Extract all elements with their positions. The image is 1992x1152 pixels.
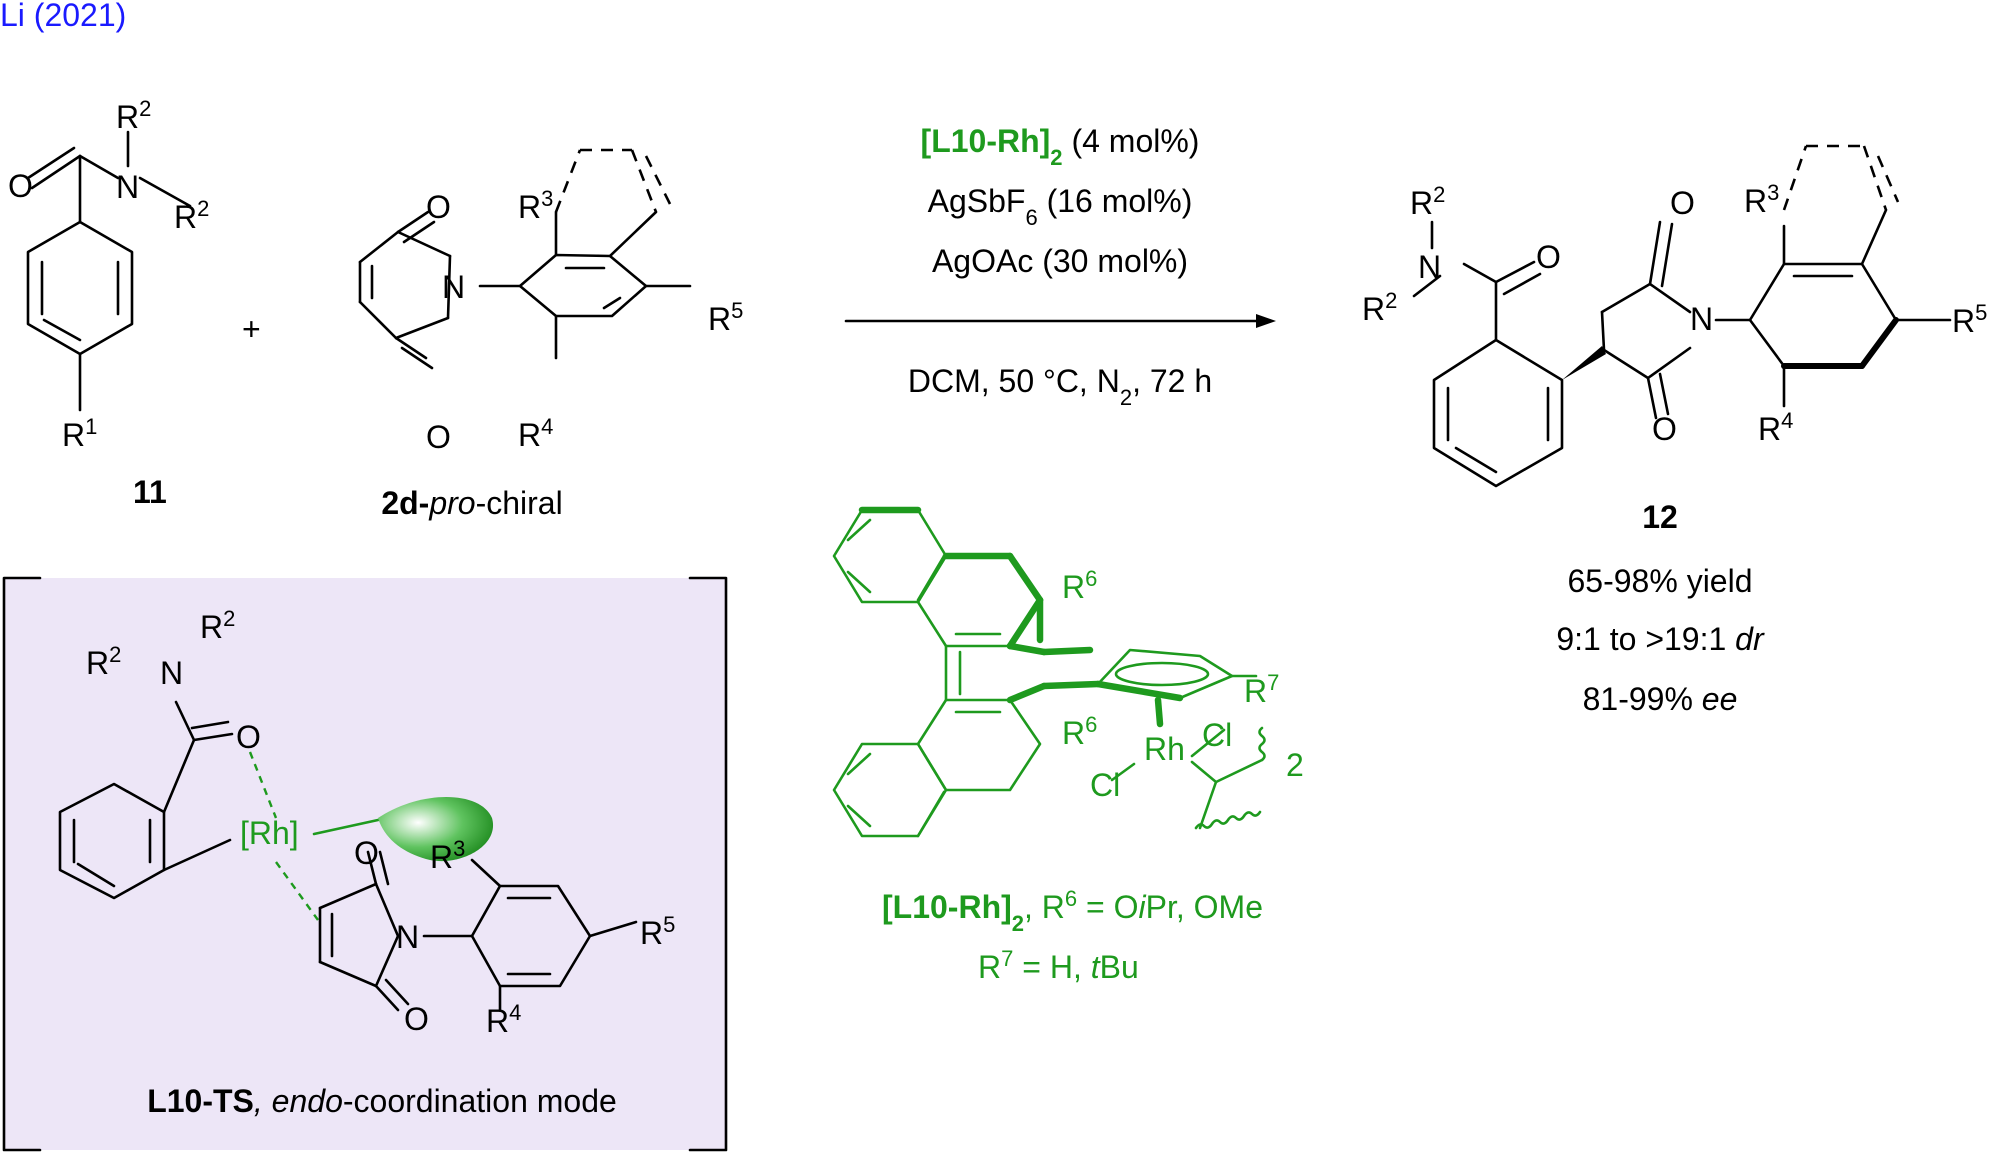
citation-label: Li (2021) [0,0,126,33]
r4-label: R4 [486,1000,521,1040]
left-bracket [2,576,42,1152]
r5-label: R5 [708,298,743,338]
ligand-r6-label: R6 [1062,712,1097,752]
rh-label: [Rh] [240,815,299,851]
atom-n: N [160,655,183,691]
r3-label: R3 [430,836,465,876]
dr-text: 9:1 to >19:1 dr [1556,621,1765,657]
compound-11-structure [26,130,192,412]
ligand-caption-line2: R7 = H, tBu [978,946,1139,986]
compound-2d-structure [358,148,692,370]
r4-label: R4 [518,414,553,454]
atom-o: O [1670,185,1695,221]
atom-n: N [442,269,465,305]
r2-label: R2 [1362,288,1397,328]
additive-1-line: AgSbF6 (16 mol%) [928,183,1193,230]
cl-label: Cl [1090,767,1120,803]
compound-2d-label: 2d-pro-chiral [381,485,562,521]
ligand-r7-label: R7 [1244,670,1279,710]
rh-label: Rh [1144,731,1185,767]
ts-caption: L10-TS, endo-coordination mode [147,1083,617,1119]
solvent-line: DCM, 50 °C, N2, 72 h [908,363,1212,410]
plus-sign: + [242,311,261,347]
r5-label: R5 [640,912,675,952]
product-12-label: 12 [1642,499,1678,535]
atom-o: O [426,189,451,225]
cl-label: Cl [1202,717,1232,753]
right-bracket [688,576,728,1152]
atom-o: O [404,1001,429,1037]
ts-box-background [4,578,726,1150]
product-12-structure [1412,144,1952,488]
ee-text: 81-99% ee [1583,681,1738,717]
atom-o: O [426,419,451,455]
ligand-l10-rh-structure [832,506,1266,838]
ligand-r6-label: R6 [1062,566,1097,606]
yield-text: 65-98% yield [1568,563,1753,599]
atom-n: N [116,169,139,205]
dimer-subscript: 2 [1286,747,1304,783]
arrow-head-icon [1256,314,1276,328]
r3-label: R3 [518,186,553,226]
atom-n: N [1690,301,1713,337]
atom-n: N [396,919,419,955]
r2-label: R2 [174,196,209,236]
r1-label: R1 [62,414,97,454]
r4-label: R4 [1758,408,1793,448]
r2-label: R2 [86,642,121,682]
additive-2-line: AgOAc (30 mol%) [932,243,1188,279]
ts-structure [58,700,638,1012]
ligand-caption-line1: [L10-Rh]2, R6 = OiPr, OMe [882,886,1263,936]
atom-n: N [1418,249,1441,285]
atom-o: O [8,168,33,204]
r2-label: R2 [200,606,235,646]
compound-11-label: 11 [133,474,167,510]
r3-label: R3 [1744,180,1779,220]
r2-label: R2 [116,96,151,136]
atom-o: O [1652,411,1677,447]
r5-label: R5 [1952,300,1987,340]
atom-o: O [236,719,261,755]
atom-o: O [1536,239,1561,275]
catalyst-line: [L10-Rh]2 (4 mol%) [921,123,1200,170]
atom-o: O [354,835,379,871]
r2-label: R2 [1410,182,1445,222]
